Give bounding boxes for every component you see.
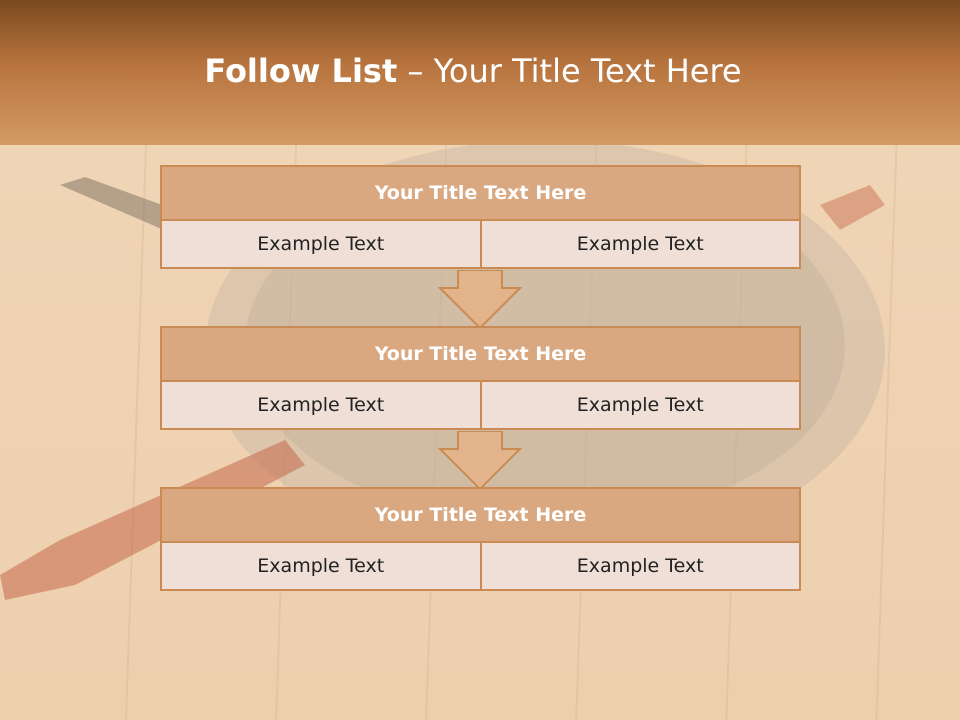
- step-title: Your Title Text Here: [160, 487, 801, 543]
- step-title: Your Title Text Here: [160, 326, 801, 382]
- step-box-3: Your Title Text Here Example Text Exampl…: [160, 487, 801, 591]
- step-title: Your Title Text Here: [160, 165, 801, 221]
- step-cell-left: Example Text: [160, 219, 482, 269]
- header-band: [0, 0, 960, 145]
- step-cell-right: Example Text: [479, 219, 801, 269]
- step-cell-left: Example Text: [160, 541, 482, 591]
- step-box-2: Your Title Text Here Example Text Exampl…: [160, 326, 801, 430]
- title-rest: – Your Title Text Here: [397, 52, 742, 90]
- step-box-1: Your Title Text Here Example Text Exampl…: [160, 165, 801, 269]
- slide-title: Follow List – Your Title Text Here: [0, 52, 946, 90]
- step-cell-right: Example Text: [479, 380, 801, 430]
- step-cell-left: Example Text: [160, 380, 482, 430]
- step-cell-right: Example Text: [479, 541, 801, 591]
- down-arrow-icon: [438, 270, 522, 330]
- down-arrow-icon: [438, 431, 522, 491]
- title-bold: Follow List: [204, 52, 398, 90]
